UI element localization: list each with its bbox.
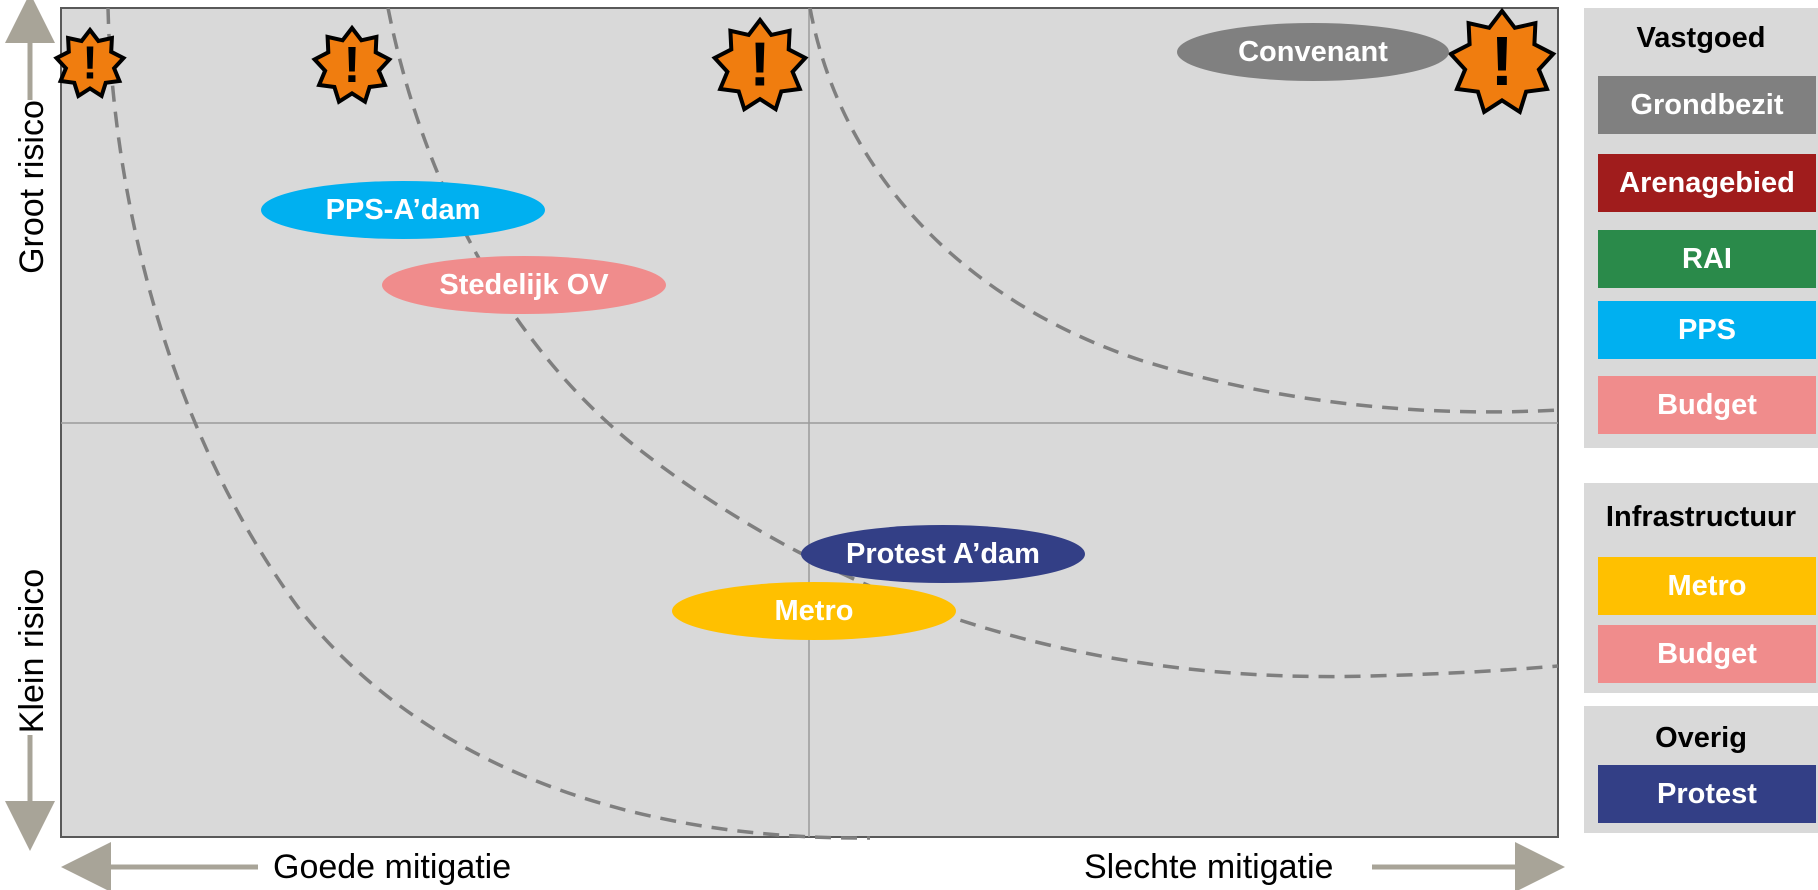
warning-burst-icon: ! bbox=[1447, 7, 1557, 116]
legend-heading-infrastructuur: Infrastructuur bbox=[1605, 501, 1797, 533]
y-axis-label-top: Groot risico bbox=[13, 100, 51, 274]
legend-item-arenagebied: Arenagebied bbox=[1598, 154, 1816, 212]
warning-burst-icon: ! bbox=[53, 26, 127, 99]
legend-item-protest: Protest bbox=[1598, 765, 1816, 823]
item-stedelijk-ov: Stedelijk OV bbox=[382, 256, 666, 314]
legend-item-metro: Metro bbox=[1598, 557, 1816, 615]
svg-text:!: ! bbox=[344, 36, 361, 93]
item-pps-adam: PPS-A’dam bbox=[261, 181, 545, 239]
y-axis-label-bottom: Klein risico bbox=[13, 568, 51, 734]
legend-item-rai: RAI bbox=[1598, 230, 1816, 288]
warning-burst-icon: ! bbox=[311, 24, 393, 105]
item-convenant: Convenant bbox=[1177, 23, 1449, 81]
risk-curve-inner bbox=[106, 7, 871, 840]
legend-heading-overig: Overig bbox=[1655, 722, 1747, 754]
risk-curve-outer bbox=[808, 7, 1559, 414]
item-metro: Metro bbox=[672, 582, 956, 640]
svg-text:!: ! bbox=[1490, 22, 1513, 100]
warning-burst-icon: ! bbox=[711, 16, 809, 113]
legend-heading-vastgoed: Vastgoed bbox=[1636, 22, 1766, 54]
legend-infrastructuur: Infrastructuur Metro Budget bbox=[1584, 483, 1818, 693]
legend-vastgoed: Vastgoed Grondbezit Arenagebied RAI PPS … bbox=[1584, 8, 1818, 448]
legend-item-budget-infrastructuur: Budget bbox=[1598, 625, 1816, 683]
legend-item-budget-vastgoed: Budget bbox=[1598, 376, 1816, 434]
svg-text:!: ! bbox=[82, 36, 97, 88]
x-axis-label-left: Goede mitigatie bbox=[273, 848, 512, 886]
legend-item-pps: PPS bbox=[1598, 301, 1816, 359]
item-protest-adam: Protest A’dam bbox=[801, 525, 1085, 583]
svg-text:!: ! bbox=[750, 30, 771, 99]
x-axis-label-right: Slechte mitigatie bbox=[1084, 848, 1334, 886]
legend-item-grondbezit: Grondbezit bbox=[1598, 76, 1816, 134]
legend-overig: Overig Protest bbox=[1584, 706, 1818, 833]
